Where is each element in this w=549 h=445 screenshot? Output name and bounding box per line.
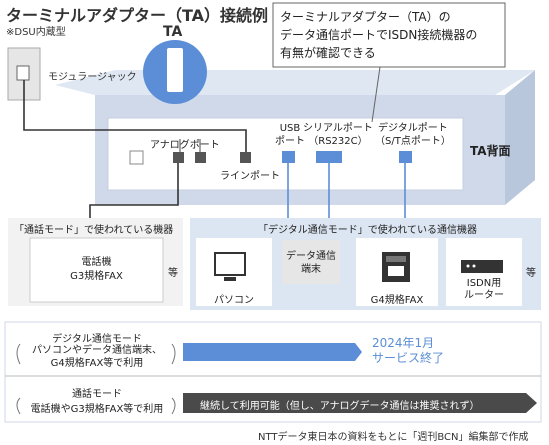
timeline-call-desc: 電話機やG3規格FAX等で利用 xyxy=(30,404,164,415)
ta-back-label: TA背面 xyxy=(470,144,511,158)
device-pc-label: パソコン xyxy=(214,295,254,306)
line-port-label: ラインポート xyxy=(220,171,280,182)
analog-wire xyxy=(89,163,179,222)
device-router-label: ISDN用 ルーター xyxy=(464,278,504,301)
callout-text: ターミナルアダプター（TA）の データ通信ポートでISDN接続機器の 有無が確認… xyxy=(280,10,478,60)
digital-port-label: デジタルポート （S/T点ポート） xyxy=(375,123,451,147)
timeline-digital-end: 2024年1月 サービス終了 xyxy=(372,336,445,365)
analog-port-label: アナログポート xyxy=(150,140,220,151)
modular-jack-label: モジュラージャック xyxy=(48,72,137,83)
usb-port xyxy=(282,151,295,163)
call-mode-arrow xyxy=(183,393,537,413)
call-mode-devices: 電話機 G3規格FAX xyxy=(70,257,123,282)
device-data-terminal-label: データ通信 端末 xyxy=(286,251,336,275)
source-note: NTTデータ東日本の資料をもとに「週刊BCN」編集部で作成 xyxy=(258,432,529,443)
dsu-note: ※DSU内蔵型 xyxy=(6,27,66,38)
ta-label: TA xyxy=(163,24,183,40)
call-mode-etc: 等 xyxy=(168,268,178,279)
callout-box xyxy=(272,2,506,68)
title: ターミナルアダプター（TA）接続例 xyxy=(6,6,269,25)
call-mode-title: 「通話モード」で使われている機器 xyxy=(14,225,174,236)
timeline-call-arrow-text: 継続して利用可能（但し、アナログデータ通信は推奨されず） xyxy=(200,401,480,412)
timeline-digital-desc: パソコンやデータ通信端末、 G4規格FAX等で利用 xyxy=(32,345,162,369)
pc-icon xyxy=(214,252,246,276)
digital-mode-arrow xyxy=(183,343,362,361)
usb-port-label: USB ポート xyxy=(275,123,305,147)
device-fax-label: G4規格FAX xyxy=(370,295,424,306)
serial-port xyxy=(316,151,342,163)
digital-mode-etc: 等 xyxy=(526,268,536,279)
line-wire xyxy=(23,80,247,152)
timeline-call-title: 通話モード xyxy=(72,389,122,400)
digital-mode-title: 「デジタル通信モード」で使われている通信機器 xyxy=(258,225,477,236)
router-icon xyxy=(461,260,503,273)
serial-port-label: シリアルポート （RS232C） xyxy=(303,123,373,147)
analog-port-2 xyxy=(195,152,206,163)
analog-port-1 xyxy=(173,152,184,163)
digital-port xyxy=(399,151,412,163)
timeline-digital-title: デジタル通信モード xyxy=(52,334,142,345)
power-port xyxy=(129,150,144,165)
line-port xyxy=(240,152,251,163)
